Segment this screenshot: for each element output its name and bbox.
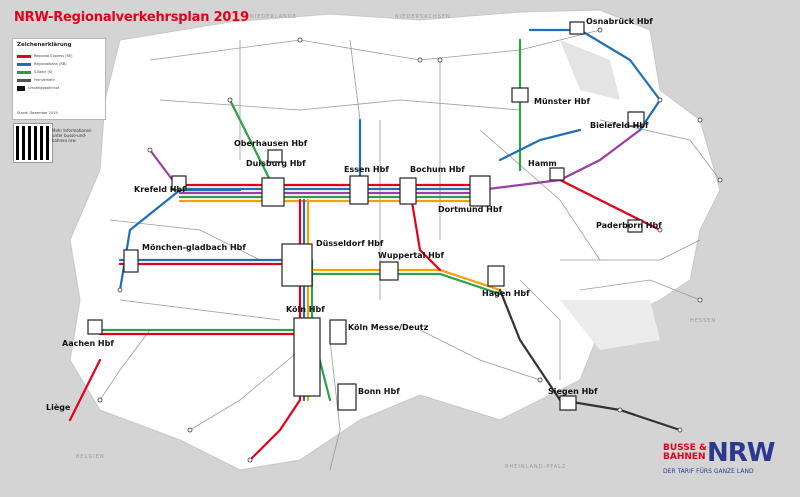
legend-row-s: S-Bahn (S) — [17, 69, 52, 75]
region-nl: NIEDERLANDE — [250, 14, 297, 20]
legend-panel: Zeichenerklärung Regional-Express (RE) R… — [12, 38, 106, 120]
box-osnabrueck — [569, 21, 585, 35]
label-bielefeld: Bielefeld Hbf — [590, 121, 649, 130]
legend-heading: Zeichenerklärung — [17, 42, 72, 48]
label-wuppertal: Wuppertal Hbf — [378, 251, 445, 260]
box-krefeld — [171, 175, 187, 191]
box-duesseldorf — [281, 243, 313, 287]
region-hessen: HESSEN — [690, 318, 716, 324]
region-rlp: RHEINLAND-PFALZ — [505, 464, 566, 470]
legend-label-ub: Umsteigebahnhof — [28, 86, 60, 90]
legend-label-s: S-Bahn (S) — [34, 70, 53, 74]
swatch-re — [17, 54, 31, 58]
label-koeln-messe: Köln Messe/Deutz — [348, 323, 429, 332]
minor-lines — [99, 29, 721, 471]
logo-claim: DER TARIF FÜRS GANZE LAND — [663, 468, 754, 475]
label-siegen: Siegen Hbf — [548, 387, 598, 396]
label-duisburg: Duisburg Hbf — [246, 159, 306, 168]
busse-bahnen-logo: BUSSE & BAHNEN NRW DER TARIF FÜRS GANZE … — [663, 438, 793, 486]
logo-busse-text: BUSSE & BAHNEN — [663, 443, 707, 462]
label-osnabrueck: Osnabrück Hbf — [586, 17, 653, 26]
label-koeln: Köln Hbf — [286, 305, 325, 314]
map-title: NRW-Regionalverkehrsplan 2019 — [14, 10, 249, 25]
label-dortmund: Dortmund Hbf — [438, 205, 503, 214]
swatch-rb — [17, 62, 31, 66]
label-paderborn: Paderborn Hbf — [596, 221, 662, 230]
box-aachen — [87, 319, 103, 335]
legend-row-ub: Umsteigebahnhof — [17, 85, 59, 91]
box-bochum — [399, 177, 417, 205]
box-bonn — [337, 383, 357, 411]
swatch-s — [17, 70, 31, 74]
label-oberhausen: Oberhausen Hbf — [234, 139, 308, 148]
qr-label: Mehr Informationen unter busse-und-bahne… — [52, 128, 92, 143]
legend-row-fv: Fernverkehr — [17, 77, 55, 83]
station-labels: Osnabrück Hbf Münster Hbf Bielefeld Hbf … — [46, 17, 662, 412]
label-bochum: Bochum Hbf — [410, 165, 465, 174]
box-wuppertal — [379, 261, 399, 281]
label-muenster: Münster Hbf — [534, 97, 591, 106]
outer-shade — [560, 40, 620, 100]
legend-row-re: Regional-Express (RE) — [17, 53, 73, 59]
legend-label-rb: Regionalbahn (RB) — [34, 62, 67, 66]
legend-row-rb: Regionalbahn (RB) — [17, 61, 67, 67]
label-hamm: Hamm — [528, 159, 557, 168]
box-duisburg — [261, 177, 285, 207]
box-hamm — [549, 167, 565, 181]
box-bielefeld — [627, 111, 645, 127]
label-essen: Essen Hbf — [344, 165, 389, 174]
station-boxes — [87, 21, 645, 411]
label-duesseldorf: Düsseldorf Hbf — [316, 239, 384, 248]
qr-code[interactable] — [13, 123, 53, 163]
label-liege: Liège — [46, 402, 71, 412]
region-nds: NIEDERSACHSEN — [395, 14, 451, 20]
label-hagen: Hagen Hbf — [482, 289, 530, 298]
label-bonn: Bonn Hbf — [358, 387, 400, 396]
label-aachen: Aachen Hbf — [62, 339, 114, 348]
box-essen — [349, 175, 369, 205]
box-koeln-messe — [329, 319, 347, 345]
label-krefeld: Krefeld Hbf — [134, 185, 186, 194]
stop-markers — [97, 27, 723, 463]
box-oberhausen — [267, 149, 283, 163]
logo-nrw-text: NRW — [707, 438, 775, 468]
legend-label-re: Regional-Express (RE) — [34, 54, 73, 58]
box-hagen — [487, 265, 505, 287]
swatch-fv — [17, 78, 31, 82]
legend-stand: Stand: Dezember 2019 — [17, 111, 58, 115]
box-koeln — [293, 317, 321, 397]
box-muenster — [511, 87, 529, 103]
region-be: BELGIEN — [76, 454, 105, 460]
box-mg — [123, 249, 139, 273]
box-paderborn — [627, 219, 643, 233]
swatch-ub — [17, 85, 25, 91]
box-dortmund — [469, 175, 491, 207]
legend-label-fv: Fernverkehr — [34, 78, 55, 82]
nrw-area — [69, 9, 721, 471]
label-mg: Mönchen-gladbach Hbf — [142, 243, 246, 252]
box-siegen — [559, 395, 577, 411]
outer-shade-2 — [560, 300, 660, 350]
